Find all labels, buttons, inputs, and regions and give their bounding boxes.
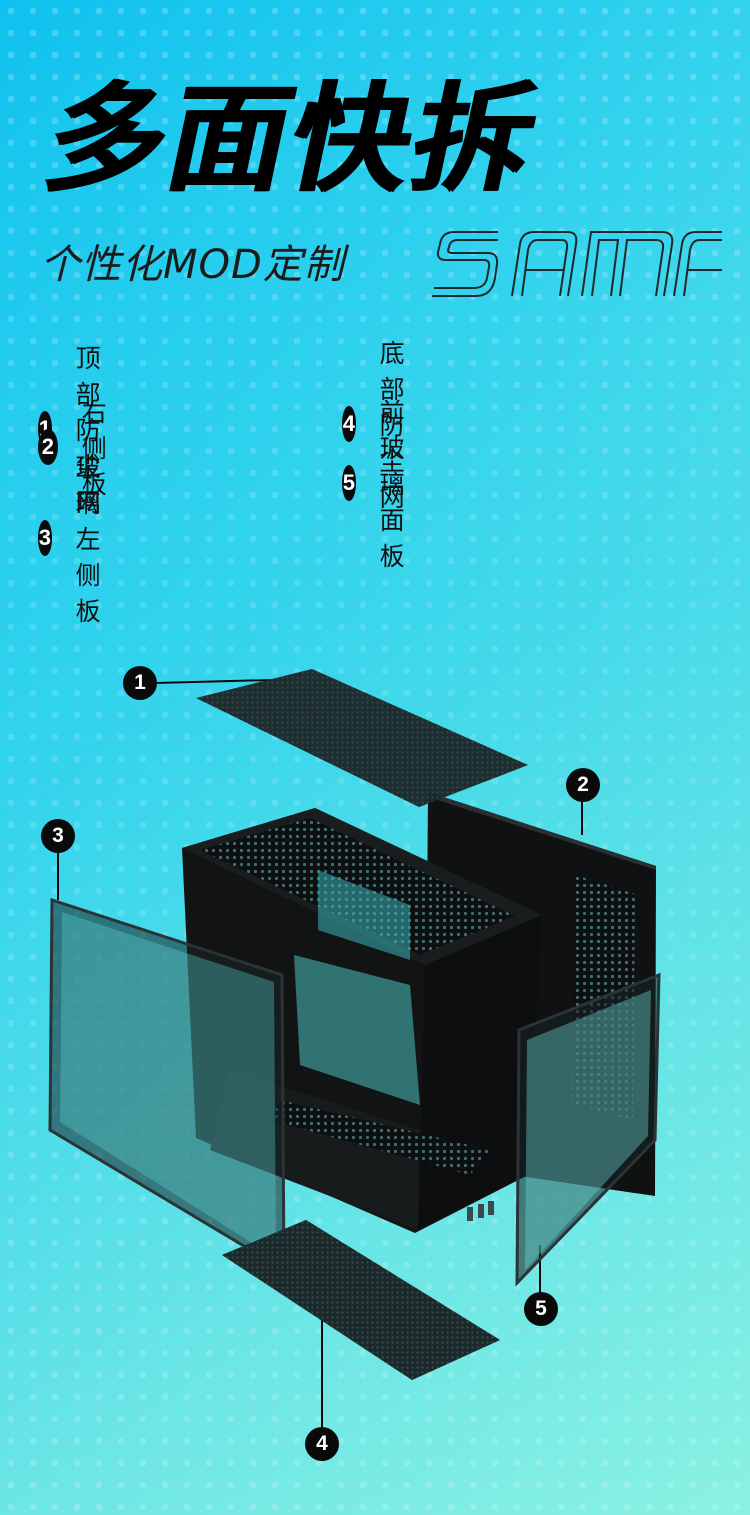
feature-label: 底部防尘网 <box>379 339 405 512</box>
exploded-case-diagram <box>48 669 661 1428</box>
feature-item: 3 玻璃左侧板 <box>38 448 123 628</box>
front-glass-panel <box>515 972 661 1287</box>
callout-marker: 5 <box>524 1292 558 1326</box>
feature-label: 前玻璃面板 <box>379 398 405 571</box>
callout-marker: 3 <box>41 819 75 853</box>
top-dust-filter <box>196 669 528 807</box>
feature-label: 顶部防尘网 <box>75 344 101 517</box>
callout-marker: 2 <box>566 768 600 802</box>
feature-number-badge: 2 <box>38 429 58 465</box>
page-subtitle: 个性化MOD定制 <box>40 242 345 288</box>
feature-item: 1 顶部防尘网 <box>38 339 123 519</box>
sama-logo-icon <box>432 231 722 297</box>
feature-item: 2 右侧板 <box>38 393 123 501</box>
feature-number-badge: 3 <box>38 520 52 556</box>
page-title: 多面快拆 <box>33 70 551 208</box>
brand-logo <box>432 222 724 302</box>
feature-label: 右侧板 <box>81 398 107 499</box>
feature-item: 4 底部防尘网 <box>342 334 427 514</box>
feature-number-badge: 4 <box>342 406 356 442</box>
callout-marker: 1 <box>123 666 157 700</box>
bottom-dust-filter <box>222 1220 500 1380</box>
glass-left-panel <box>48 897 286 1273</box>
feature-label: 玻璃左侧板 <box>75 453 101 626</box>
feature-number-badge: 5 <box>342 465 356 501</box>
feature-item: 5 前玻璃面板 <box>342 393 427 573</box>
callout-marker: 4 <box>305 1427 339 1461</box>
